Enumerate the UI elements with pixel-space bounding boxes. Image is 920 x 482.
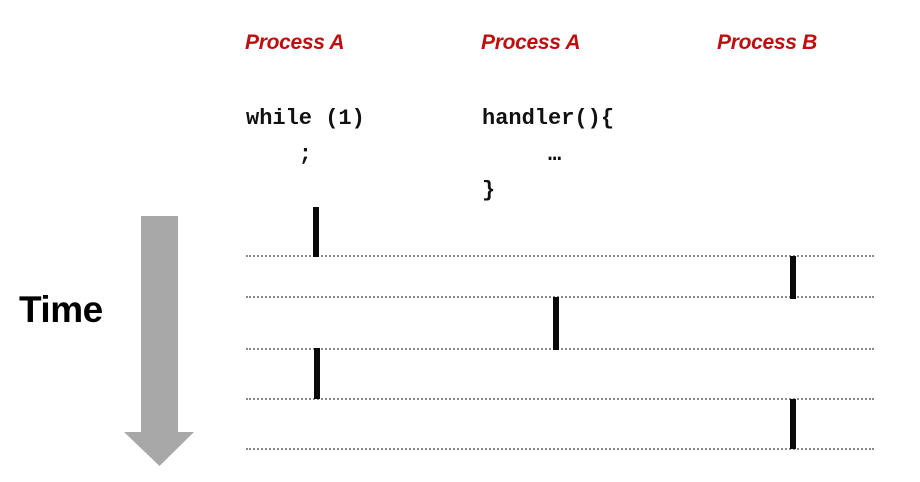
timeline-grid-line-5 <box>246 448 874 450</box>
time-axis-label: Time <box>19 289 103 330</box>
timeline-tick-5 <box>790 399 796 449</box>
code-block-handler: handler(){ … } <box>482 106 615 203</box>
timeline-tick-3 <box>553 297 559 350</box>
column-header-process-a-handler: Process A <box>481 31 581 54</box>
timeline-grid-line-4 <box>246 398 874 400</box>
timeline-grid-line-2 <box>246 296 874 298</box>
timeline-tick-4 <box>314 348 320 399</box>
timeline-grid-line-1 <box>246 255 874 257</box>
column-header-process-b: Process B <box>717 31 818 54</box>
time-arrow-down-icon <box>124 216 194 466</box>
timeline-grid-line-3 <box>246 348 874 350</box>
timeline-tick-2 <box>790 256 796 299</box>
timeline-tick-1 <box>313 207 319 257</box>
code-block-while-loop: while (1) ; <box>246 106 365 167</box>
column-header-process-a-main: Process A <box>245 31 345 54</box>
